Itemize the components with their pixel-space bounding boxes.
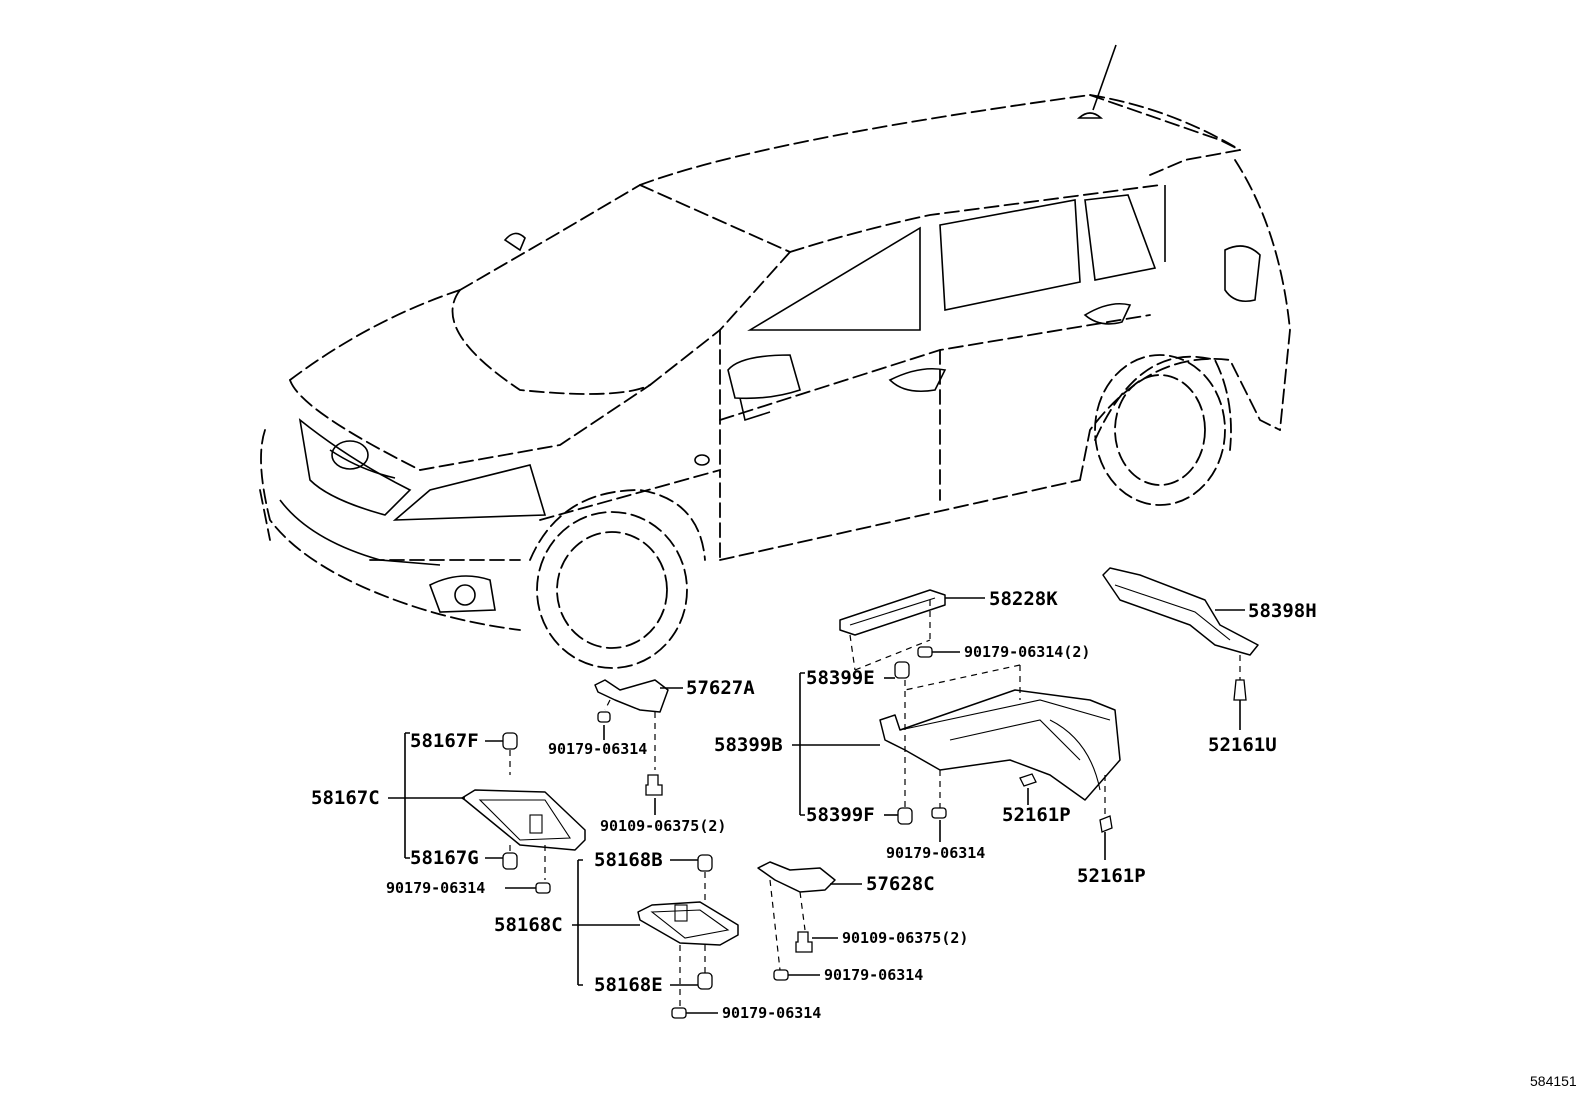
label-90179-06314-58167G[interactable]: 90179-06314 (386, 879, 485, 897)
label-90179-06314-57627A[interactable]: 90179-06314 (548, 740, 647, 758)
label-90179-06314-58399F[interactable]: 90179-06314 (886, 844, 985, 862)
label-90179-06314-2-top[interactable]: 90179-06314(2) (964, 643, 1090, 661)
label-52161P-upper[interactable]: 52161P (1002, 804, 1071, 826)
label-58399E[interactable]: 58399E (806, 667, 875, 689)
label-58168E[interactable]: 58168E (594, 974, 663, 996)
label-52161P-lower[interactable]: 52161P (1077, 865, 1146, 887)
label-57628C[interactable]: 57628C (866, 873, 935, 895)
parts-shapes (461, 567, 1259, 1019)
label-52161U[interactable]: 52161U (1208, 734, 1277, 756)
part-labels: 58228K 58398H 90179-06314(2) 58399E 5762… (311, 588, 1317, 1022)
label-58167G[interactable]: 58167G (410, 847, 479, 869)
label-57627A[interactable]: 57627A (686, 677, 755, 699)
label-58399B[interactable]: 58399B (714, 734, 783, 756)
label-58168C[interactable]: 58168C (494, 914, 563, 936)
label-58398H[interactable]: 58398H (1248, 600, 1317, 622)
vehicle-illustration (259, 44, 1291, 669)
label-90109-06375-2-left[interactable]: 90109-06375(2) (600, 817, 726, 835)
leader-lines (388, 597, 1245, 1014)
label-58228K[interactable]: 58228K (989, 588, 1058, 610)
label-90109-06375-2-right[interactable]: 90109-06375(2) (842, 929, 968, 947)
label-90179-06314-58168E[interactable]: 90179-06314 (722, 1004, 821, 1022)
label-58167F[interactable]: 58167F (410, 730, 479, 752)
label-58167C[interactable]: 58167C (311, 787, 380, 809)
diagram-reference-number: 584151 (1530, 1073, 1577, 1089)
label-90179-06314-57628C[interactable]: 90179-06314 (824, 966, 923, 984)
label-58168B[interactable]: 58168B (594, 849, 663, 871)
label-58399F[interactable]: 58399F (806, 804, 875, 826)
